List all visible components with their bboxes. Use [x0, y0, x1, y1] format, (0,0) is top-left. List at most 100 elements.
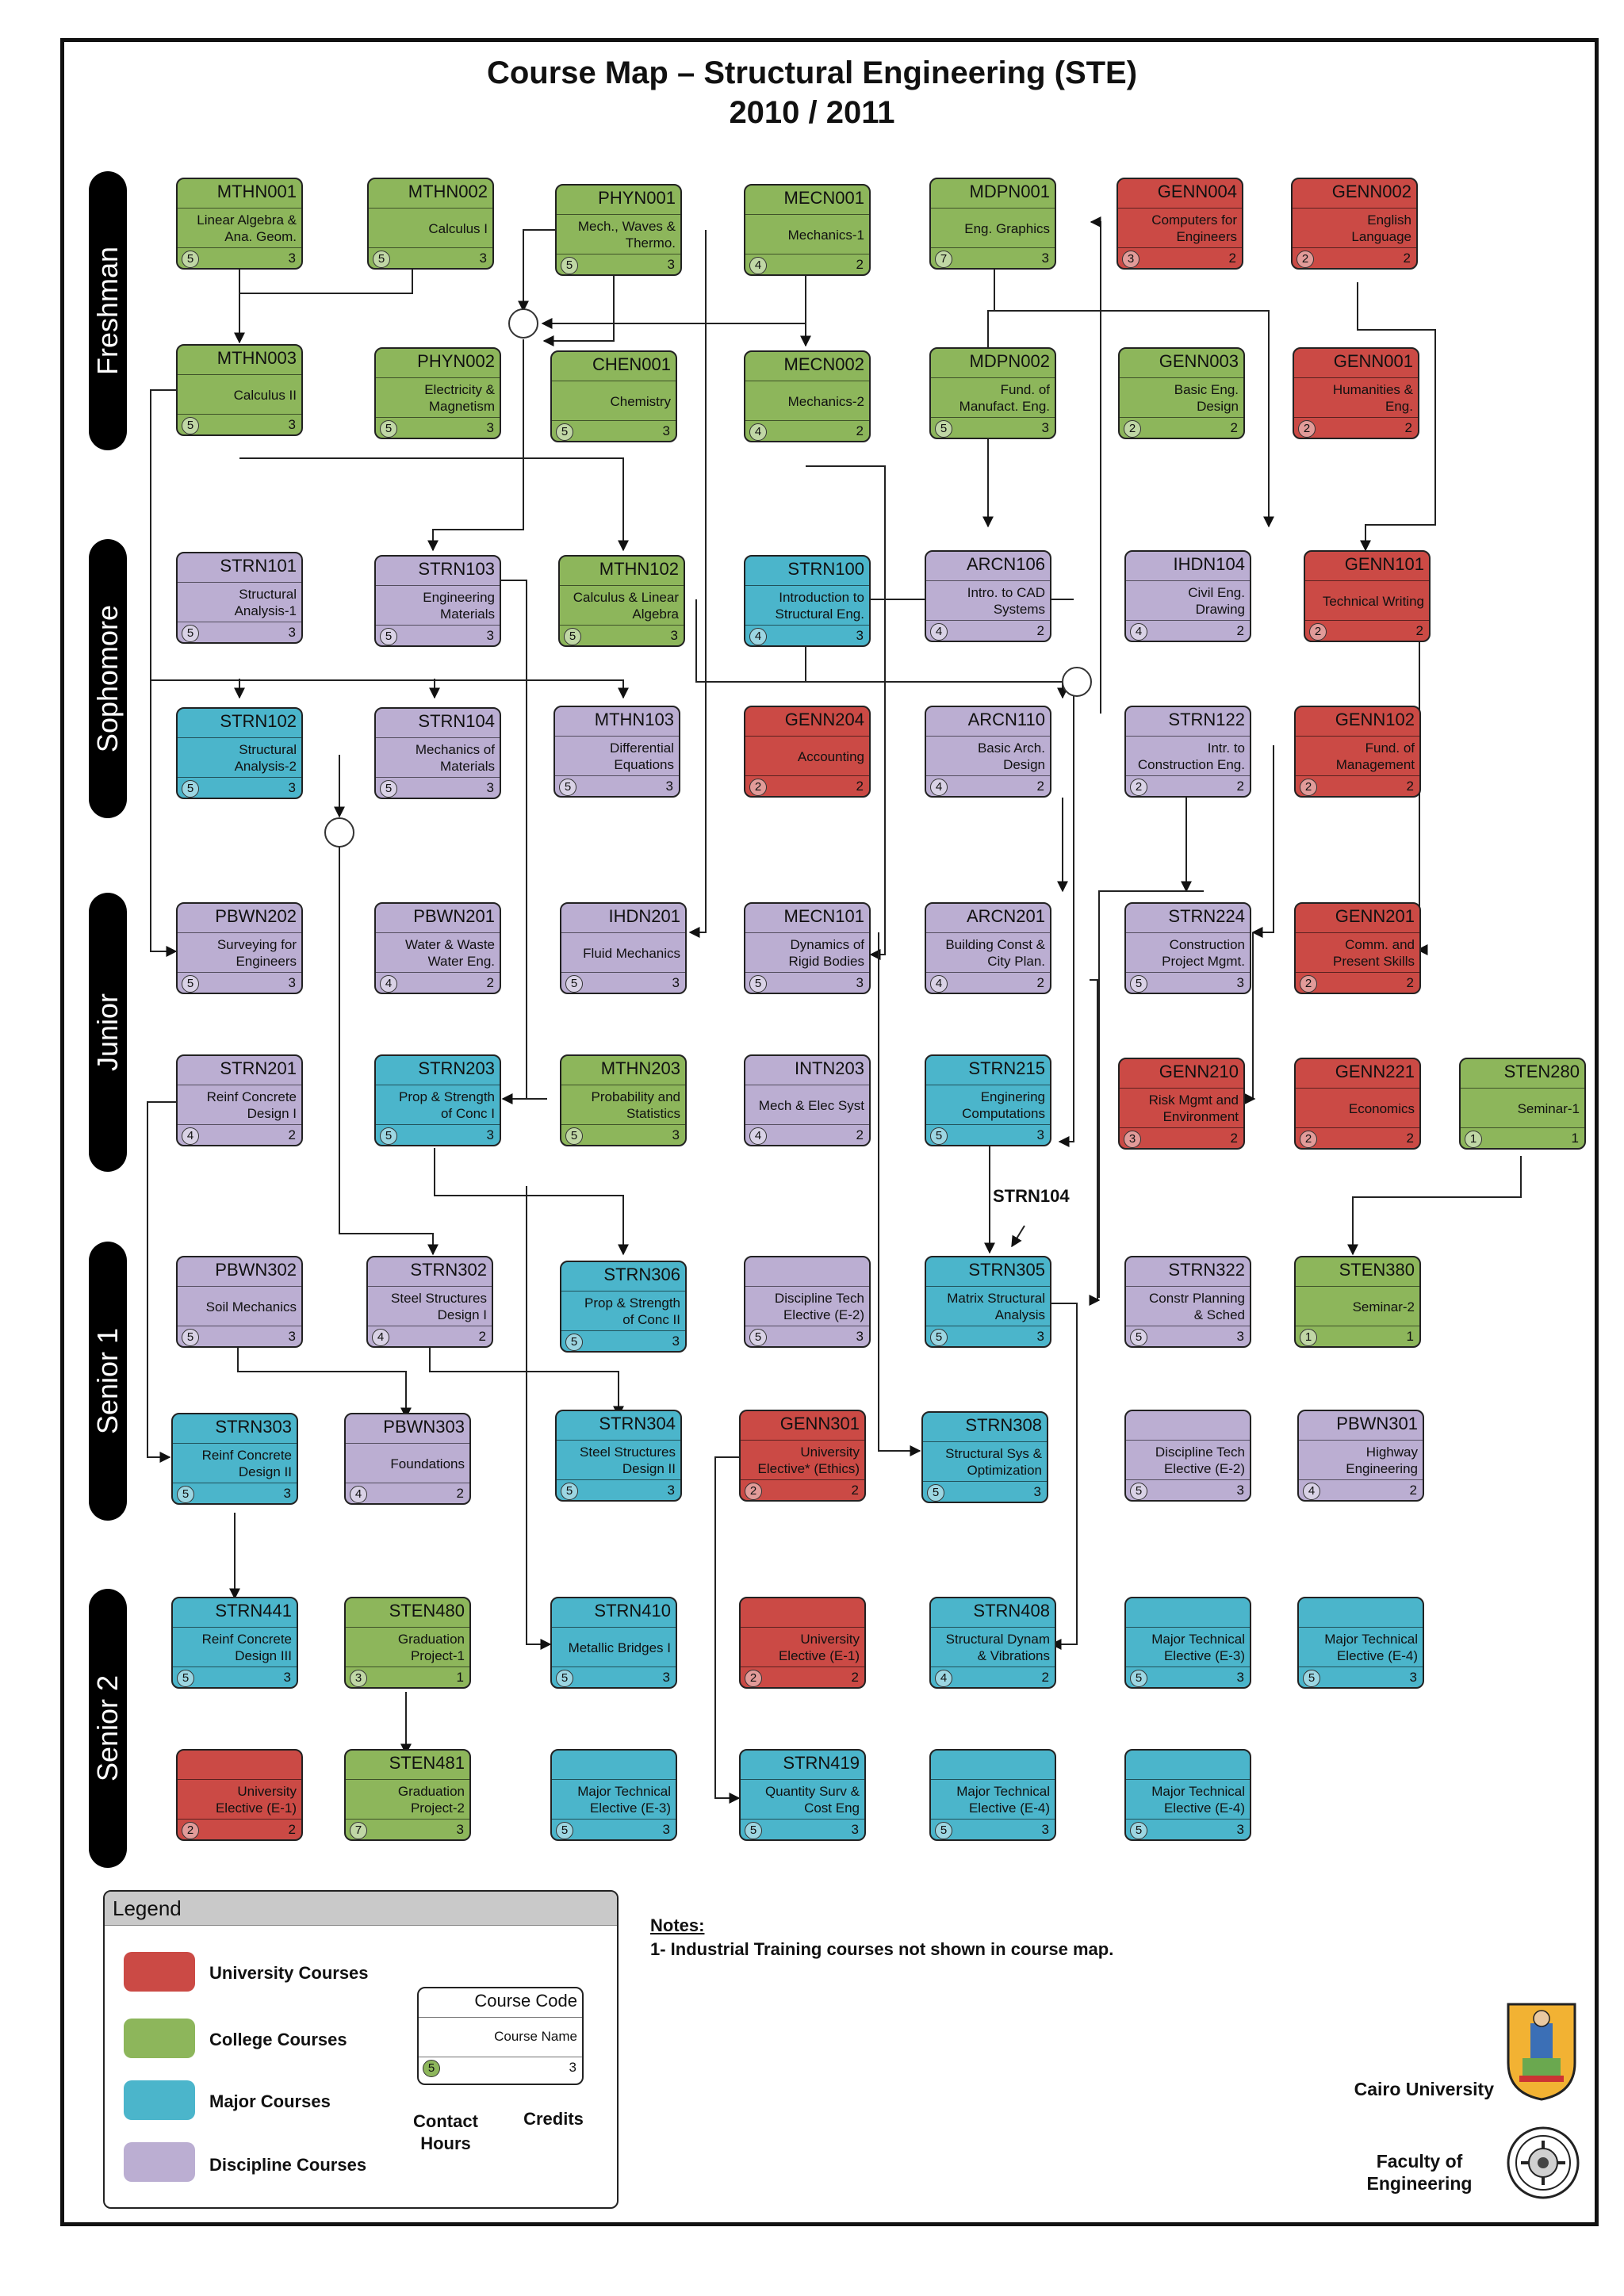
year-label: Junior: [91, 993, 124, 1072]
course-name-line: Optimization: [967, 1463, 1042, 1478]
course-name: Calculus II: [181, 377, 297, 412]
divider: [1126, 620, 1250, 621]
divider: [1296, 932, 1419, 933]
course-code: GENN201: [1335, 906, 1415, 926]
course-name-line: Foundations: [390, 1456, 465, 1471]
course-name-line: Thermo.: [625, 235, 676, 251]
divider: [741, 1627, 864, 1628]
credits: 3: [1409, 1670, 1417, 1685]
contact-hours: 5: [565, 1334, 583, 1351]
divider: [745, 932, 869, 933]
divider: [346, 1443, 469, 1444]
divider: [741, 1440, 864, 1441]
credits: 2: [1041, 1670, 1049, 1685]
course-code: CHEN001: [592, 354, 671, 374]
course-name: Humanities &Eng.: [1297, 381, 1413, 415]
course-name-line: Mechanics of: [415, 742, 495, 757]
contact-hours: 5: [1303, 1670, 1320, 1687]
divider: [557, 214, 680, 215]
prerequisite-annotation: STRN104: [993, 1186, 1070, 1206]
course-code: STRN104: [418, 711, 495, 731]
course-code: PBWN202: [215, 906, 297, 926]
course-name-line: Construction Eng.: [1137, 757, 1245, 772]
contact-hours: 4: [749, 1127, 767, 1145]
course-name-line: Highway: [1365, 1445, 1418, 1460]
